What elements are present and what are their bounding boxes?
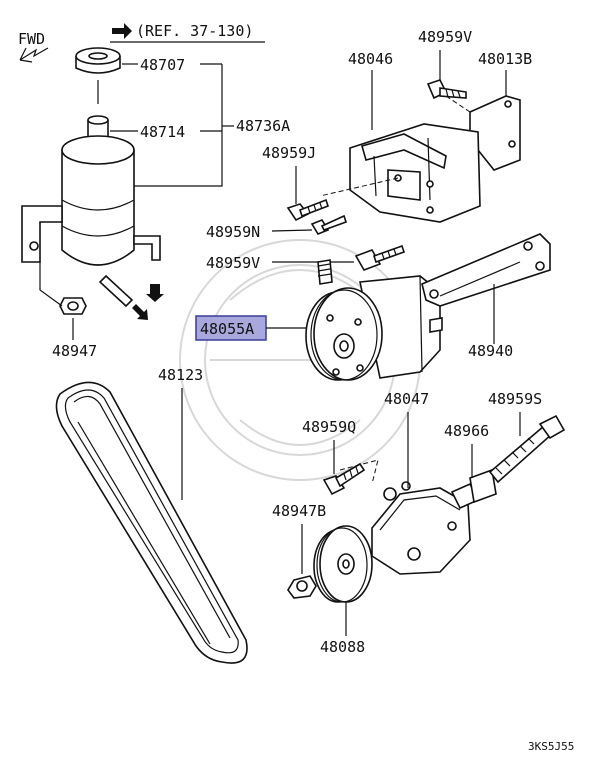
label-48940: 48940 xyxy=(468,342,513,360)
label-48947B: 48947B xyxy=(272,502,326,520)
bracket-48047 xyxy=(339,459,471,575)
bracket-48940 xyxy=(421,233,551,307)
label-48714: 48714 xyxy=(140,123,185,141)
bolt-48959N xyxy=(310,214,348,235)
bracket-48736A xyxy=(134,64,223,187)
idler-pulley-48088 xyxy=(313,525,373,603)
label-48959V-mid: 48959V xyxy=(206,254,260,272)
bolt-48959Q xyxy=(322,462,366,496)
bolt-48959V-mid xyxy=(354,244,406,271)
reference-arrow-icon xyxy=(112,23,132,39)
label-48959Q: 48959Q xyxy=(302,418,356,436)
label-48959N: 48959N xyxy=(206,223,260,241)
leader-48947-a xyxy=(39,262,63,307)
adjuster-48966 xyxy=(450,468,497,510)
label-48959S: 48959S xyxy=(488,390,542,408)
label-48966: 48966 xyxy=(444,422,489,440)
bolt-48959V-top xyxy=(426,79,467,100)
label-48123: 48123 xyxy=(158,366,203,384)
drive-belt-48123 xyxy=(55,381,248,664)
leader-48959N xyxy=(271,229,313,232)
nut-48947B xyxy=(287,575,317,599)
label-48088: 48088 xyxy=(320,638,365,656)
label-48947: 48947 xyxy=(52,342,97,360)
reservoir-tank-48736A xyxy=(21,135,161,308)
fwd-label: FWD xyxy=(18,30,45,48)
highlight-box-48055A[interactable] xyxy=(195,315,267,341)
bolt-48959J xyxy=(286,198,330,222)
adjusting-bolt-48959S xyxy=(488,414,566,484)
nut-48947 xyxy=(59,297,87,315)
label-48707: 48707 xyxy=(140,56,185,74)
label-48736A: 48736A xyxy=(236,117,290,135)
power-steering-pump-48055A xyxy=(305,259,443,381)
label-48959V-top: 48959V xyxy=(418,28,472,46)
bracket-48046 xyxy=(319,95,481,223)
drawing-code: 3KS5J55 xyxy=(528,740,574,753)
label-48055A[interactable]: 48055A xyxy=(200,320,254,338)
flow-arrows-icon xyxy=(132,284,164,320)
label-48046: 48046 xyxy=(348,50,393,68)
reservoir-cap-48707 xyxy=(75,47,121,104)
label-48959J: 48959J xyxy=(262,144,316,162)
label-48013B: 48013B xyxy=(478,50,532,68)
reference-label: (REF. 37-130) xyxy=(136,22,253,40)
label-48047: 48047 xyxy=(384,390,429,408)
fwd-arrow-icon xyxy=(19,47,49,63)
